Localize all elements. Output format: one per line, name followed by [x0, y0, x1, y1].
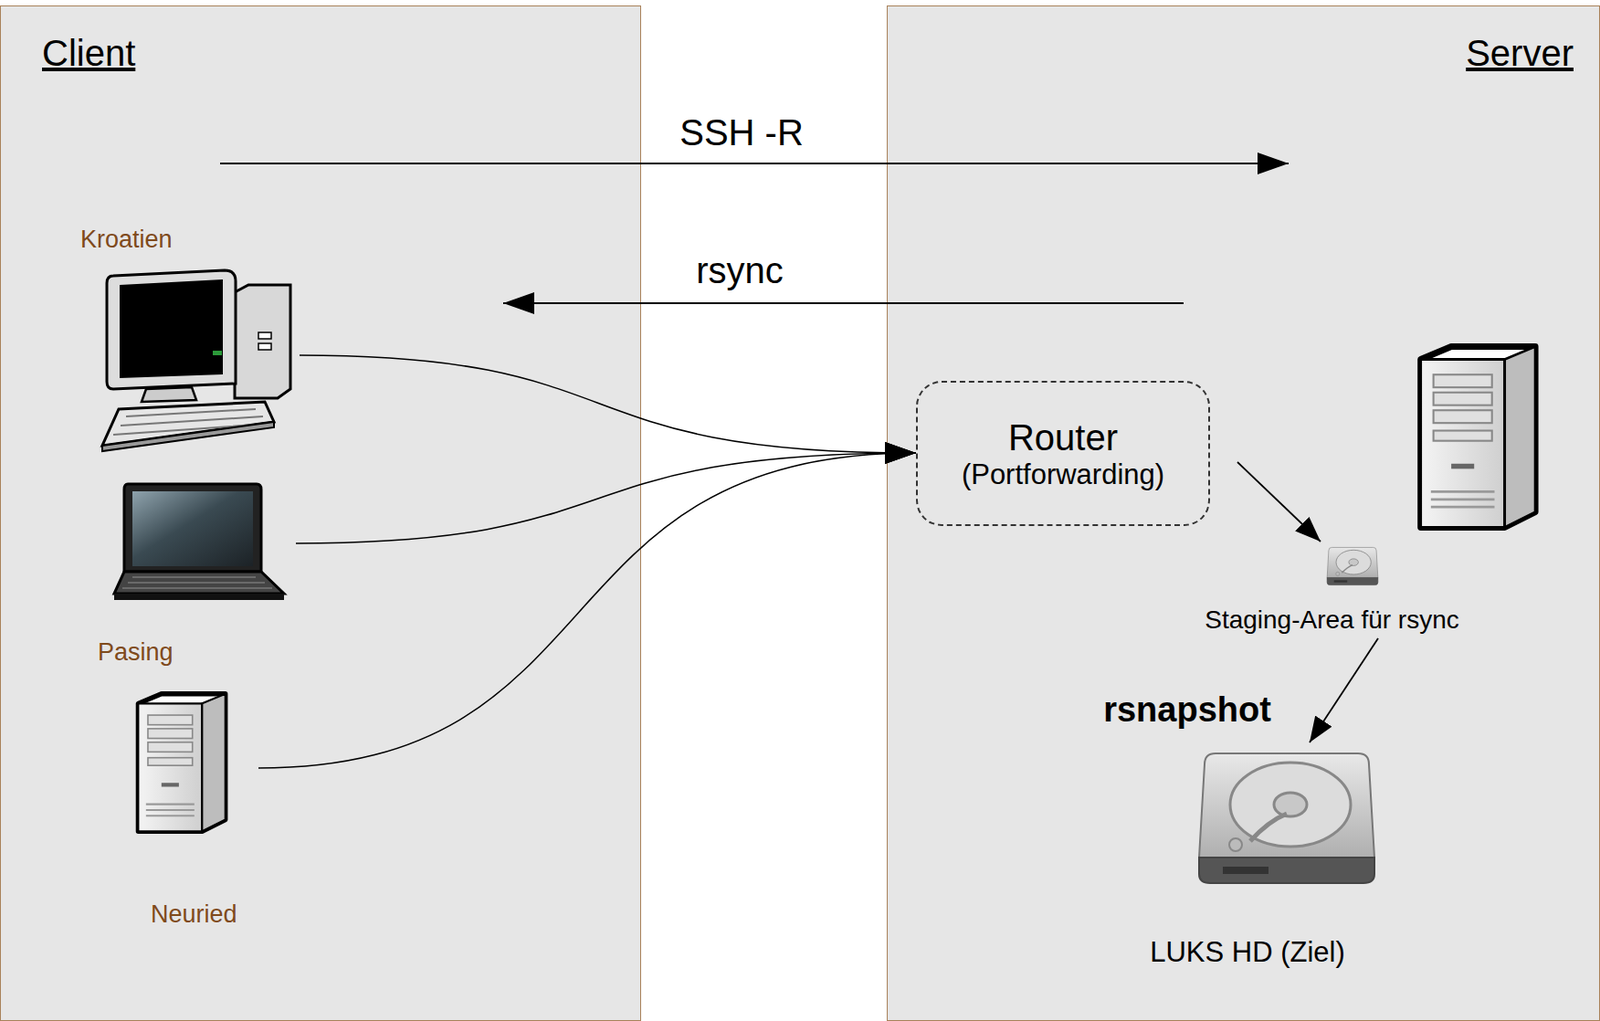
node-label: Server: [1465, 31, 1574, 74]
edge-label: rsync: [695, 249, 784, 292]
edge-label: SSH -R: [679, 111, 804, 154]
edge-label-holder: rsync: [695, 249, 784, 292]
node-label: Pasing: [97, 638, 174, 667]
node-label: Kroatien: [80, 225, 173, 254]
connection-curve: [295, 452, 916, 544]
hard-disk: [1326, 547, 1379, 585]
router-box: Router(Portforwarding): [915, 380, 1211, 527]
node-label: Staging-Area für rsync: [1204, 605, 1460, 635]
edge-label: rsnapshot: [1103, 690, 1272, 731]
node-label: Router: [1008, 416, 1118, 459]
node-sublabel: (Portforwarding): [961, 458, 1165, 492]
flow-arrow: [1237, 462, 1321, 542]
node-label: Client: [42, 31, 136, 74]
server-tower: [1421, 347, 1536, 528]
flow-arrow: [503, 302, 1184, 305]
connection-curve: [299, 355, 916, 453]
flow-arrow: [1309, 638, 1379, 743]
node-label: LUKS HD (Ziel): [1149, 936, 1346, 969]
connection-curve: [258, 452, 916, 769]
hard-disk: [1199, 753, 1375, 884]
server-tower: [137, 694, 225, 832]
laptop: [114, 484, 285, 600]
client-panel: ClientKroatienPasingNeuried: [0, 5, 642, 1021]
flow-arrow: [220, 162, 1289, 165]
node-label: Neuried: [150, 900, 238, 929]
edge-label-holder: rsnapshot: [1103, 690, 1272, 731]
edge-label-holder: SSH -R: [679, 111, 804, 154]
desktop-computer: [102, 270, 291, 452]
